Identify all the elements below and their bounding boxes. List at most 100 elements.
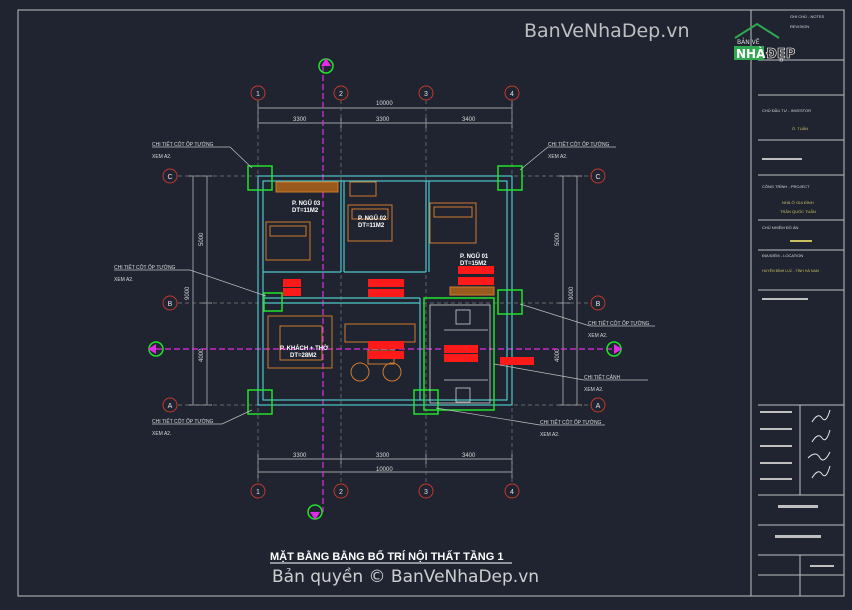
dim-right-2: 4000	[555, 348, 561, 362]
callout-1-line2: XEM A2.	[152, 154, 171, 160]
tb-row: TRẦN QUỐC TUẤN	[780, 209, 816, 214]
tb-row: GHI CHÚ - NOTES	[790, 14, 825, 19]
axis-label-top-4: 4	[510, 91, 514, 98]
callout-leader-1	[152, 146, 253, 169]
level-tag	[444, 345, 478, 353]
tb-row: CÔNG TRÌNH - PROJECT	[762, 184, 810, 189]
stair-post-top	[455, 309, 471, 325]
tb-text-bar	[760, 478, 792, 480]
level-tag	[368, 289, 404, 297]
tb-text-bar	[810, 565, 834, 567]
axis-bubble-right-b	[590, 295, 606, 311]
callout-4-line1: CHI TIẾT CỘT ỐP TƯỜNG	[588, 320, 650, 327]
room-area-1: DT=11M2	[292, 208, 319, 214]
room-area-2: DT=11M2	[358, 223, 385, 229]
site-logo: BẢN VẼ NHÀ ĐẸP	[734, 22, 796, 62]
bed-2	[347, 204, 393, 242]
tb-text-bar	[760, 445, 792, 447]
callout-6-line2: XEM A2.	[540, 432, 559, 438]
column-b1	[263, 292, 283, 312]
stair-zone-outline	[423, 297, 495, 411]
title-block-frame	[750, 9, 845, 597]
axis-label-right-c: C	[595, 174, 600, 181]
stair-frame	[429, 304, 491, 404]
axis-label-right-a: A	[596, 403, 601, 410]
callout-leader-6	[435, 407, 605, 426]
dim-right-1: 5000	[555, 232, 561, 246]
column-a1	[247, 389, 273, 415]
level-tags	[283, 266, 534, 365]
axis-labels: 1 2 3 4 1 2 3 4 C B A C B A	[167, 91, 600, 496]
level-tag	[283, 288, 301, 296]
level-tag	[368, 341, 404, 349]
axis-bubble-bottom-1	[250, 483, 266, 499]
axis-label-top-2: 2	[339, 91, 343, 98]
tb-row: CHỦ ĐẦU TƯ - INVESTOR	[762, 108, 811, 113]
dim-left-2: 4000	[199, 348, 205, 362]
dim-top-span-3: 3400	[462, 117, 476, 123]
callout-leader-4	[519, 303, 655, 327]
axis-label-left-c: C	[167, 174, 172, 181]
axis-bubble-left-c	[162, 168, 178, 184]
callout-6-line1: CHI TIẾT CỘT ỐP TƯỜNG	[540, 419, 602, 426]
logo-line1: BẢN VẼ	[737, 38, 760, 46]
room-name-4: P. KHÁCH + THỜ	[280, 344, 329, 352]
axis-label-bottom-2: 2	[339, 489, 343, 496]
axis-bubble-left-b	[162, 295, 178, 311]
watermark-bottom: Bản quyền © BanVeNhaDep.vn	[272, 566, 539, 587]
axis-bubble-top-2	[333, 85, 349, 101]
level-tag	[368, 279, 404, 287]
section-arrow	[310, 512, 320, 520]
bed-3-pillow	[269, 225, 307, 237]
tb-text-bar	[775, 535, 821, 538]
bed-1	[429, 202, 477, 244]
dim-left-total: 9000	[185, 286, 191, 300]
level-tag	[500, 357, 534, 365]
callout-3-line2: XEM A2.	[114, 277, 133, 283]
axis-label-top-3: 3	[424, 91, 428, 98]
signature	[811, 429, 831, 443]
altar-cabinet	[267, 315, 333, 369]
callouts	[114, 146, 655, 426]
level-tag	[368, 351, 404, 359]
axis-bubble-left-a	[162, 397, 178, 413]
logo-line3: ĐẸP	[766, 47, 795, 62]
bed-2-pillow	[351, 208, 389, 220]
callout-leader-7	[493, 363, 648, 381]
dim-top-span-1: 3300	[293, 117, 307, 123]
column-b4	[497, 289, 523, 315]
desk-2	[349, 181, 377, 197]
axis-bubble-right-c	[590, 168, 606, 184]
axis-bubble-bottom-2	[333, 483, 349, 499]
logo-line2: NHÀ	[736, 46, 766, 61]
wardrobe-1	[275, 181, 339, 193]
furniture	[265, 181, 495, 382]
drawing-title: MẶT BẰNG BẰNG BỐ TRÍ NỘI THẤT TẦNG 1	[270, 549, 503, 563]
section-arrow	[321, 58, 331, 66]
tb-row: Ô. TUẤN	[792, 126, 808, 131]
stair	[429, 304, 491, 404]
tb-text-bar	[790, 240, 812, 242]
level-tag	[283, 279, 301, 287]
logo-box	[734, 46, 764, 60]
callout-2-line2: XEM A2.	[548, 154, 567, 160]
callout-5-line2: XEM A2.	[152, 431, 171, 437]
axis-label-left-b: B	[168, 301, 173, 308]
tb-row: HUYỆN BÌNH LỤC - TỈNH HÀ NAM	[762, 268, 819, 273]
room-name-1: P. NGỦ 03	[292, 200, 321, 207]
tb-text-bar	[762, 158, 802, 160]
wardrobe-2	[449, 286, 495, 296]
callout-3-line1: CHI TIẾT CỘT ỐP TƯỜNG	[114, 264, 176, 271]
tb-row: ĐỊA ĐIỂM - LOCATION	[762, 253, 803, 258]
altar-inner	[279, 325, 323, 361]
dim-bottom-span-3: 3400	[462, 453, 476, 459]
tb-row: CHỦ NHIỆM ĐỒ ÁN	[762, 225, 799, 230]
room-area-4: DT=28M2	[290, 353, 317, 359]
tb-text-bar	[778, 505, 818, 508]
column-c4	[497, 165, 523, 191]
axis-bubbles	[162, 85, 606, 499]
signature	[807, 451, 831, 461]
callout-2-line1: CHI TIẾT CỘT ỐP TƯỜNG	[548, 141, 610, 148]
